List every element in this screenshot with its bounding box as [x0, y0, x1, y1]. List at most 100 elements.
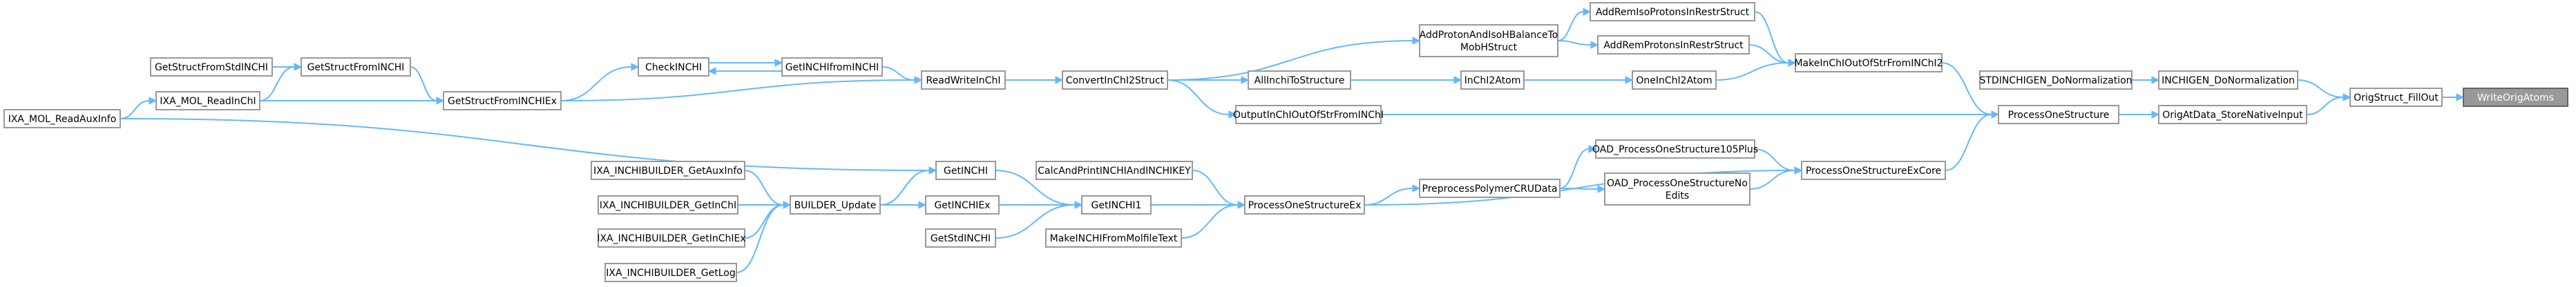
- node-output-in-ch-iout-of-str-from-inch-i[interactable]: OutputInChIOutOfStrFromINChI: [1233, 105, 1384, 124]
- edge-orig-at-data-store-native-input-to-orig-struct-fill-out: [2306, 97, 2344, 115]
- node-box[interactable]: [2158, 105, 2307, 124]
- node-box[interactable]: [921, 70, 1006, 90]
- node-get-std-inchi[interactable]: GetStdINCHI: [925, 228, 996, 248]
- node-get-struct-from-std-inchi[interactable]: GetStructFromStdINCHI: [150, 57, 273, 77]
- node-box[interactable]: [1235, 105, 1382, 124]
- node-box[interactable]: [1045, 228, 1182, 248]
- node-box[interactable]: [935, 161, 996, 180]
- node-box[interactable]: [2463, 88, 2568, 107]
- node-make-inchifrom-molfile-text[interactable]: MakeINCHIFromMolfileText: [1045, 228, 1182, 248]
- node-box[interactable]: [1979, 70, 2133, 90]
- node-builder-update[interactable]: BUILDER_Update: [790, 195, 881, 215]
- node-box[interactable]: [1795, 53, 1943, 72]
- edge-ixa-inchibuilder-get-in-ch-iex-to-builder-update: [744, 204, 784, 239]
- node-add-rem-protons-in-restr-struct[interactable]: AddRemProtonsInRestrStruct: [1597, 35, 1750, 55]
- node-get-struct-from-inchi[interactable]: GetStructFromINCHI: [300, 57, 411, 77]
- node-label: MobHStruct: [1460, 42, 1518, 53]
- node-box[interactable]: [1081, 195, 1152, 215]
- node-make-in-ch-iout-of-str-from-inch-i2[interactable]: MakeInChIOutOfStrFromINChI2: [1794, 53, 1943, 72]
- node-convert-in-ch-i2-struct[interactable]: ConvertInChI2Struct: [1062, 70, 1168, 90]
- node-get-inchi1[interactable]: GetINCHI1: [1081, 195, 1152, 215]
- node-box[interactable]: [781, 57, 883, 77]
- node-box[interactable]: [638, 57, 709, 77]
- node-box[interactable]: [1632, 70, 1717, 90]
- node-ixa-mol-read-in-ch-i[interactable]: IXA_MOL_ReadInChI: [155, 91, 260, 110]
- node-box[interactable]: [1244, 195, 1365, 215]
- node-box[interactable]: [155, 91, 260, 110]
- node-calc-and-print-inchiand-inchikey[interactable]: CalcAndPrintINCHIAndINCHIKEY: [1036, 161, 1193, 180]
- node-box[interactable]: [1036, 161, 1193, 180]
- edge-convert-in-ch-i2-struct-to-output-in-ch-iout-of-str-from-inch-i: [1167, 79, 1230, 115]
- node-preprocess-polymer-crudata[interactable]: PreprocessPolymerCRUData: [1419, 179, 1561, 198]
- node-box[interactable]: [598, 195, 738, 215]
- arrowhead-builder-update: [783, 201, 792, 209]
- node-label: IXA_INCHIBUILDER_GetLog: [606, 268, 735, 279]
- node-ixa-inchibuilder-get-in-ch-iex[interactable]: IXA_INCHIBUILDER_GetInChIEx: [597, 228, 746, 248]
- node-get-struct-from-inchiex[interactable]: GetStructFromINCHIEx: [443, 91, 562, 110]
- edge-get-inchifrom-inchi-to-read-write-in-ch-i: [881, 66, 915, 81]
- node-inchigen-do-normalization[interactable]: INCHIGEN_DoNormalization: [2158, 70, 2298, 90]
- node-box[interactable]: [150, 57, 273, 77]
- node-box[interactable]: [591, 161, 745, 180]
- node-box[interactable]: [1419, 179, 1561, 198]
- node-box[interactable]: [1998, 105, 2119, 124]
- node-stdinchigen-do-normalization[interactable]: STDINCHIGEN_DoNormalization: [1979, 70, 2133, 90]
- arrowhead-process-one-structure: [1991, 110, 2000, 119]
- node-read-write-in-ch-i[interactable]: ReadWriteInChI: [921, 70, 1006, 90]
- node-label: CheckINCHI: [645, 62, 702, 73]
- node-box[interactable]: [1604, 172, 1750, 206]
- arrowhead-inchigen-do-normalization: [2151, 76, 2160, 84]
- arrowhead-all-inchi-to-structure: [1241, 76, 1250, 84]
- arrowhead-write-orig-atoms: [2456, 93, 2465, 101]
- arrowhead-add-rem-iso-protons-in-restr-struct: [1583, 8, 1592, 16]
- node-label: OutputInChIOutOfStrFromINChI: [1233, 110, 1384, 121]
- node-box[interactable]: [443, 91, 562, 110]
- node-one-in-ch-i2-atom[interactable]: OneInChI2Atom: [1632, 70, 1717, 90]
- node-all-inchi-to-structure[interactable]: AllInchiToStructure: [1248, 70, 1351, 90]
- node-box[interactable]: [1597, 35, 1750, 55]
- node-check-inchi[interactable]: CheckINCHI: [638, 57, 709, 77]
- node-box[interactable]: [1801, 161, 1946, 180]
- node-box[interactable]: [300, 57, 411, 77]
- node-box[interactable]: [1460, 70, 1525, 90]
- node-label: IXA_INCHIBUILDER_GetAuxInfo: [593, 166, 743, 177]
- node-ixa-inchibuilder-get-log[interactable]: IXA_INCHIBUILDER_GetLog: [604, 263, 737, 282]
- node-box[interactable]: [1248, 70, 1351, 90]
- node-box[interactable]: [790, 195, 881, 215]
- node-box[interactable]: [598, 228, 745, 248]
- node-ixa-inchibuilder-get-in-ch-i[interactable]: IXA_INCHIBUILDER_GetInChI: [598, 195, 738, 215]
- node-get-inchiex[interactable]: GetINCHIEx: [925, 195, 1000, 215]
- node-box[interactable]: [604, 263, 737, 282]
- node-process-one-structure[interactable]: ProcessOneStructure: [1998, 105, 2119, 124]
- node-box[interactable]: [925, 228, 996, 248]
- node-box[interactable]: [1419, 24, 1558, 57]
- node-process-one-structure-ex[interactable]: ProcessOneStructureEx: [1244, 195, 1365, 215]
- node-ixa-inchibuilder-get-aux-info[interactable]: IXA_INCHIBUILDER_GetAuxInfo: [591, 161, 745, 180]
- node-box[interactable]: [2349, 88, 2443, 107]
- node-box[interactable]: [1590, 2, 1755, 21]
- edge-make-in-ch-iout-of-str-from-inch-i2-to-process-one-structure: [1941, 62, 1992, 115]
- node-process-one-structure-ex-core[interactable]: ProcessOneStructureExCore: [1801, 161, 1946, 180]
- node-get-inchi[interactable]: GetINCHI: [935, 161, 996, 180]
- node-get-inchifrom-inchi[interactable]: GetINCHIfromINCHI: [781, 57, 883, 77]
- node-label: OAD_ProcessOneStructure105Plus: [1592, 144, 1758, 155]
- node-orig-struct-fill-out[interactable]: OrigStruct_FillOut: [2349, 88, 2443, 107]
- node-box[interactable]: [2158, 70, 2298, 90]
- edge-calc-and-print-inchiand-inchikey-to-process-one-structure-ex: [1192, 170, 1239, 206]
- edge-process-one-structure-ex-to-process-one-structure-ex-core: [1364, 170, 1795, 206]
- node-box[interactable]: [925, 195, 1000, 215]
- node-orig-at-data-store-native-input[interactable]: OrigAtData_StoreNativeInput: [2158, 105, 2307, 124]
- node-in-ch-i2-atom[interactable]: InChI2Atom: [1460, 70, 1525, 90]
- node-write-orig-atoms[interactable]: WriteOrigAtoms: [2463, 88, 2568, 107]
- node-box[interactable]: [1062, 70, 1168, 90]
- node-label: GetStdINCHI: [931, 233, 991, 244]
- node-add-rem-iso-protons-in-restr-struct[interactable]: AddRemIsoProtonsInRestrStruct: [1590, 2, 1755, 21]
- node-box[interactable]: [3, 109, 121, 128]
- node-label: GetStructFromINCHI: [307, 62, 405, 73]
- node-ixa-mol-read-aux-info[interactable]: IXA_MOL_ReadAuxInfo: [3, 109, 121, 128]
- node-box[interactable]: [1595, 139, 1755, 159]
- node-oad-process-one-structure105-plus[interactable]: OAD_ProcessOneStructure105Plus: [1592, 139, 1758, 159]
